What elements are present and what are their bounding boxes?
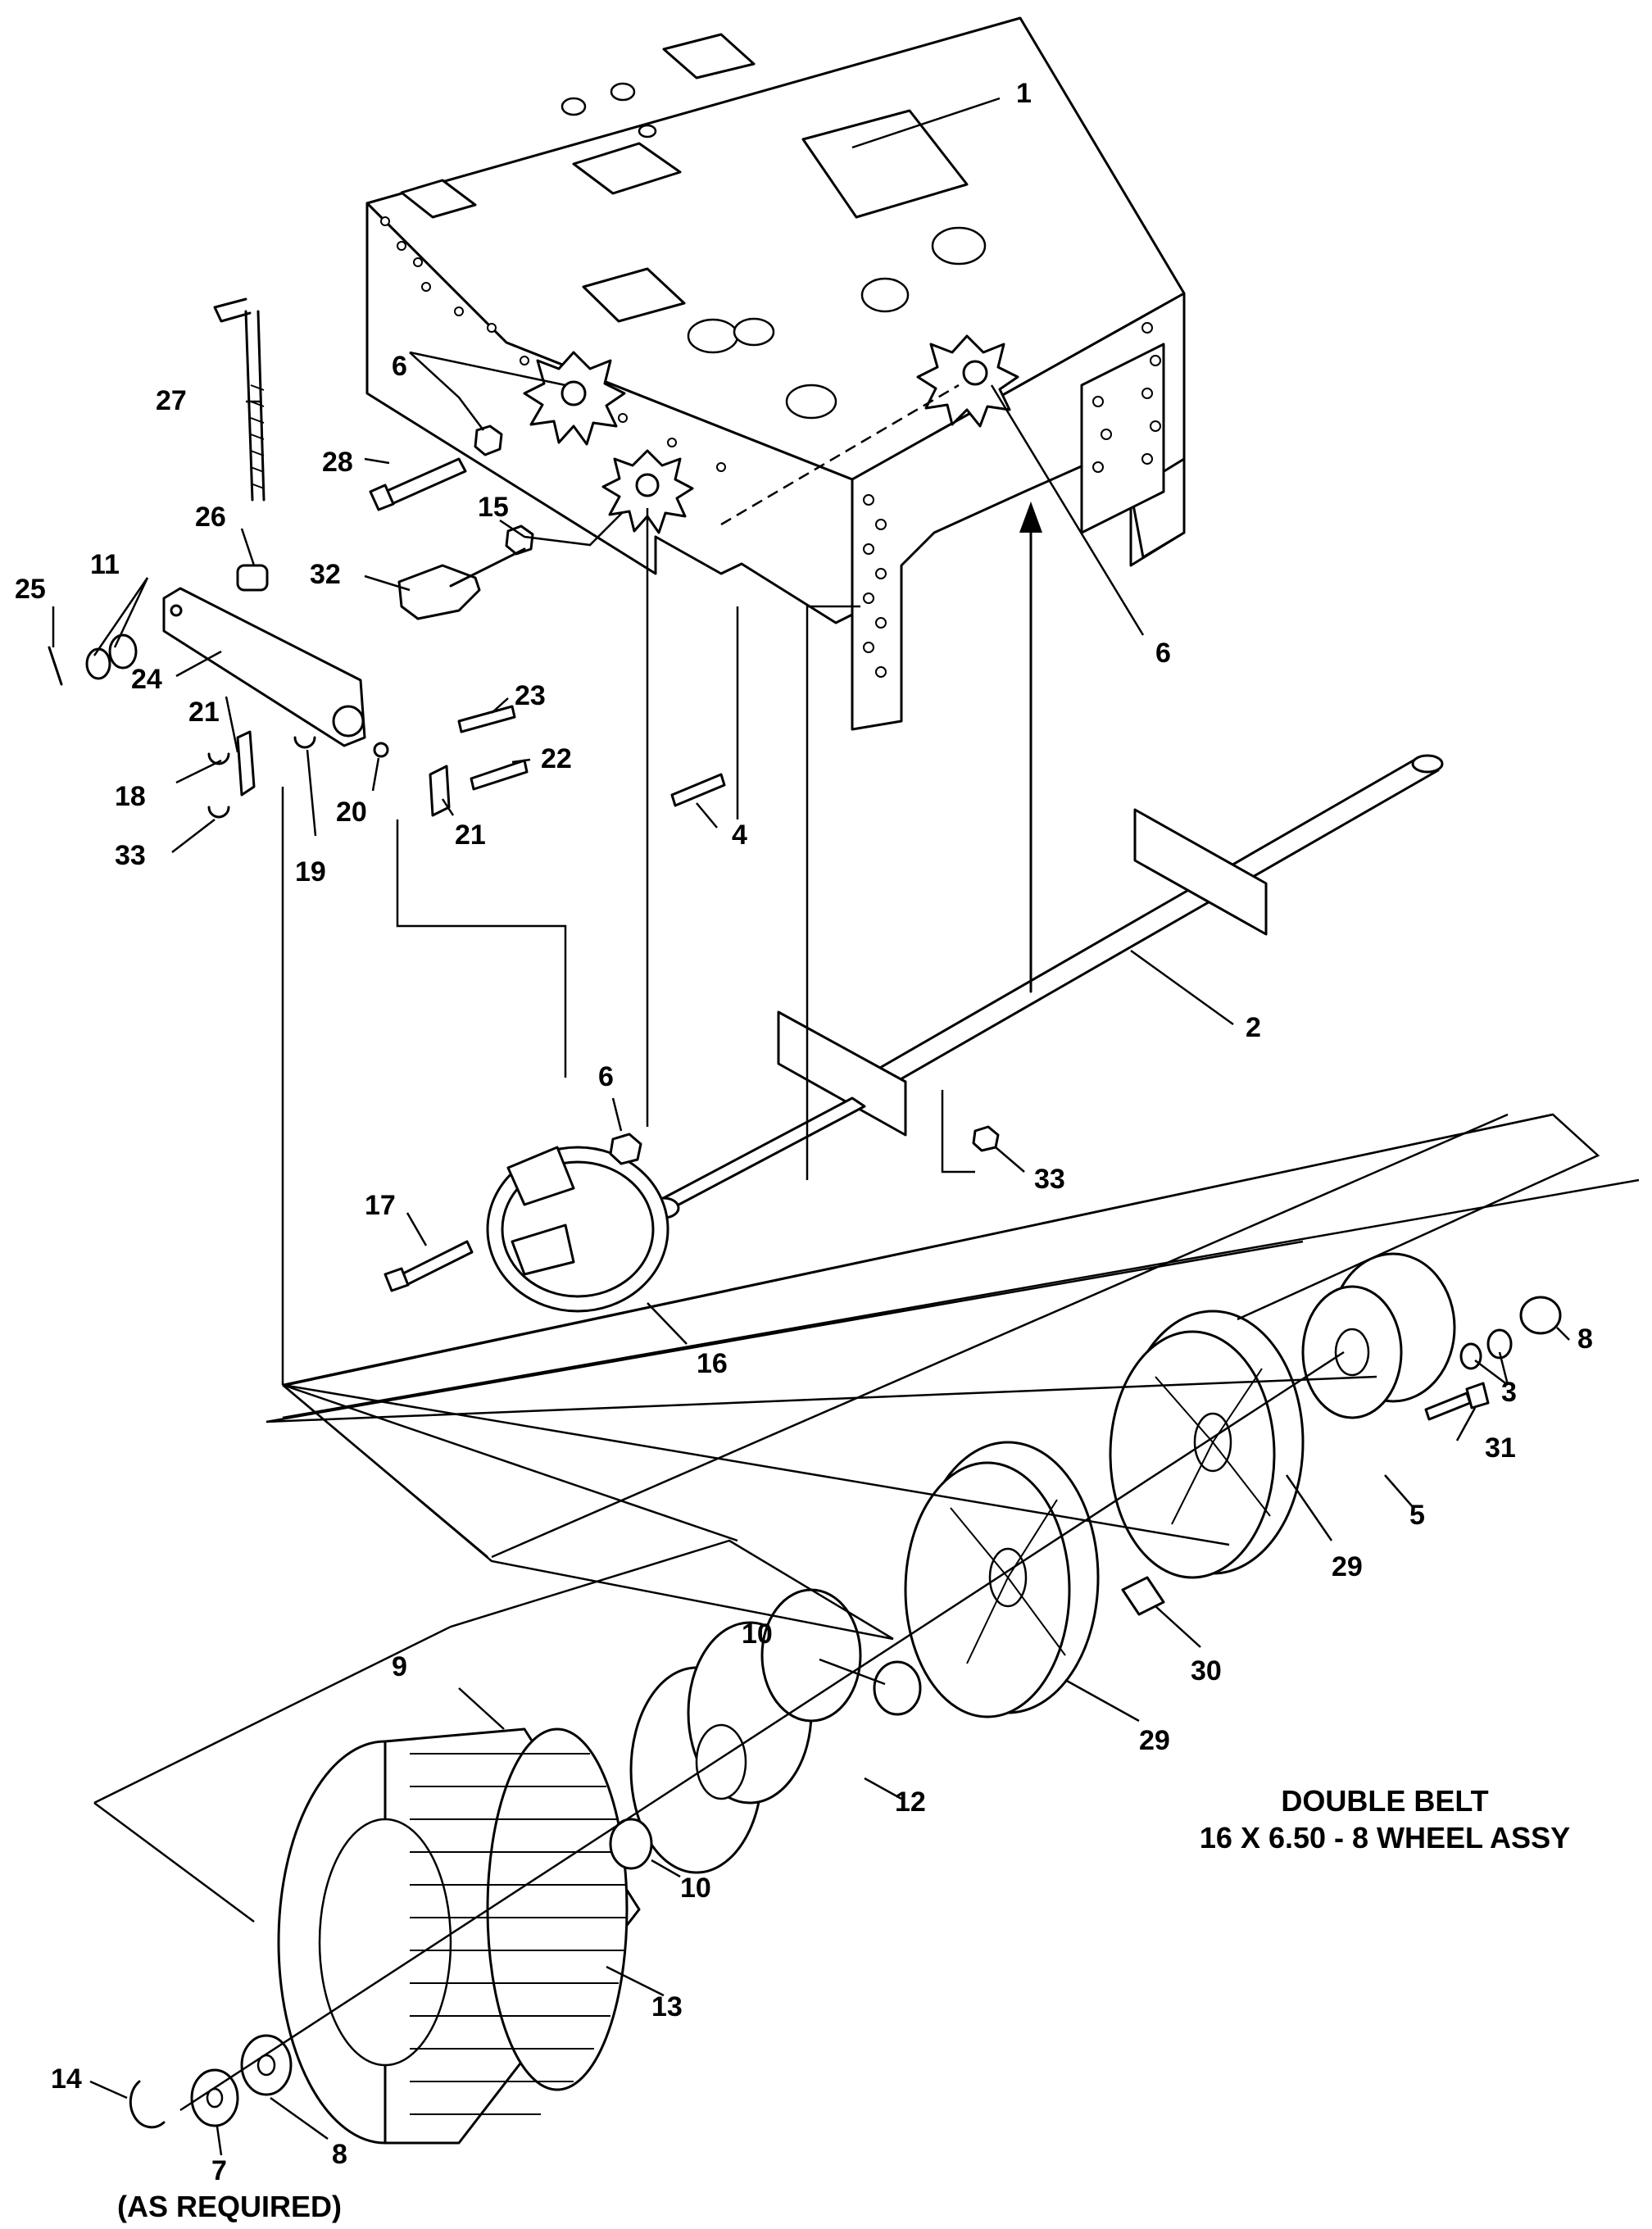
- wheel-assembly: [129, 1252, 1562, 2145]
- callout-25: 25: [15, 574, 46, 605]
- sprocket-parts: [523, 334, 1019, 534]
- callout-17: 17: [365, 1190, 396, 1221]
- callout-4: 4: [732, 819, 747, 851]
- assembly-arrow: [1019, 502, 1042, 993]
- caption-line-2: 16 X 6.50 - 8 WHEEL ASSY: [1200, 1821, 1570, 1854]
- callout-15: 15: [478, 492, 509, 523]
- reference-lines: [93, 384, 1640, 1923]
- brake-band: [384, 1125, 1000, 1313]
- callout-13: 13: [651, 1991, 683, 2022]
- axle: [642, 754, 1444, 1219]
- callout-21-b: 21: [455, 819, 486, 851]
- callout-numbers: 1 2 3 4 5 6 6 6 7 8 8 9 10 10 11 12 13 1…: [15, 78, 1593, 2186]
- callout-6-c: 6: [598, 1061, 614, 1092]
- caption-line-1: DOUBLE BELT: [1281, 1784, 1488, 1818]
- callout-7: 7: [211, 2155, 227, 2186]
- callout-8-b: 8: [332, 2139, 347, 2170]
- callout-28: 28: [322, 447, 353, 478]
- callout-24: 24: [131, 664, 162, 695]
- callout-29-a: 29: [1332, 1551, 1363, 1582]
- callout-2: 2: [1246, 1012, 1261, 1043]
- callout-9: 9: [392, 1651, 407, 1682]
- callout-10-b: 10: [680, 1873, 711, 1904]
- callout-8-a: 8: [1577, 1323, 1593, 1355]
- callout-1: 1: [1016, 78, 1032, 109]
- callout-27: 27: [156, 385, 187, 416]
- callout-12: 12: [895, 1786, 926, 1818]
- callout-19: 19: [295, 856, 326, 888]
- callout-22: 22: [541, 743, 572, 774]
- callout-20: 20: [336, 797, 367, 828]
- callout-30: 30: [1191, 1655, 1222, 1687]
- callout-6-b: 6: [1155, 638, 1171, 669]
- callout-3: 3: [1501, 1377, 1517, 1408]
- callout-23: 23: [515, 680, 546, 711]
- callout-10-a: 10: [742, 1618, 773, 1650]
- callout-33-a: 33: [115, 840, 146, 871]
- callout-14: 14: [51, 2063, 82, 2095]
- diagram-caption: DOUBLE BELT 16 X 6.50 - 8 WHEEL ASSY (AS…: [117, 1784, 1570, 2223]
- callout-26: 26: [195, 502, 226, 533]
- as-required-note: (AS REQUIRED): [117, 2190, 342, 2223]
- callout-16: 16: [697, 1348, 728, 1379]
- callout-5: 5: [1409, 1500, 1425, 1531]
- frame: [365, 16, 1186, 731]
- callout-31: 31: [1485, 1432, 1516, 1464]
- callout-21-a: 21: [188, 697, 220, 728]
- callout-32: 32: [310, 559, 341, 590]
- callout-18: 18: [115, 781, 146, 812]
- callout-33-b: 33: [1034, 1164, 1065, 1195]
- leader-lines: [52, 97, 1570, 2156]
- callout-29-b: 29: [1139, 1725, 1170, 1756]
- callout-11: 11: [90, 549, 120, 580]
- callout-6-a: 6: [392, 351, 407, 382]
